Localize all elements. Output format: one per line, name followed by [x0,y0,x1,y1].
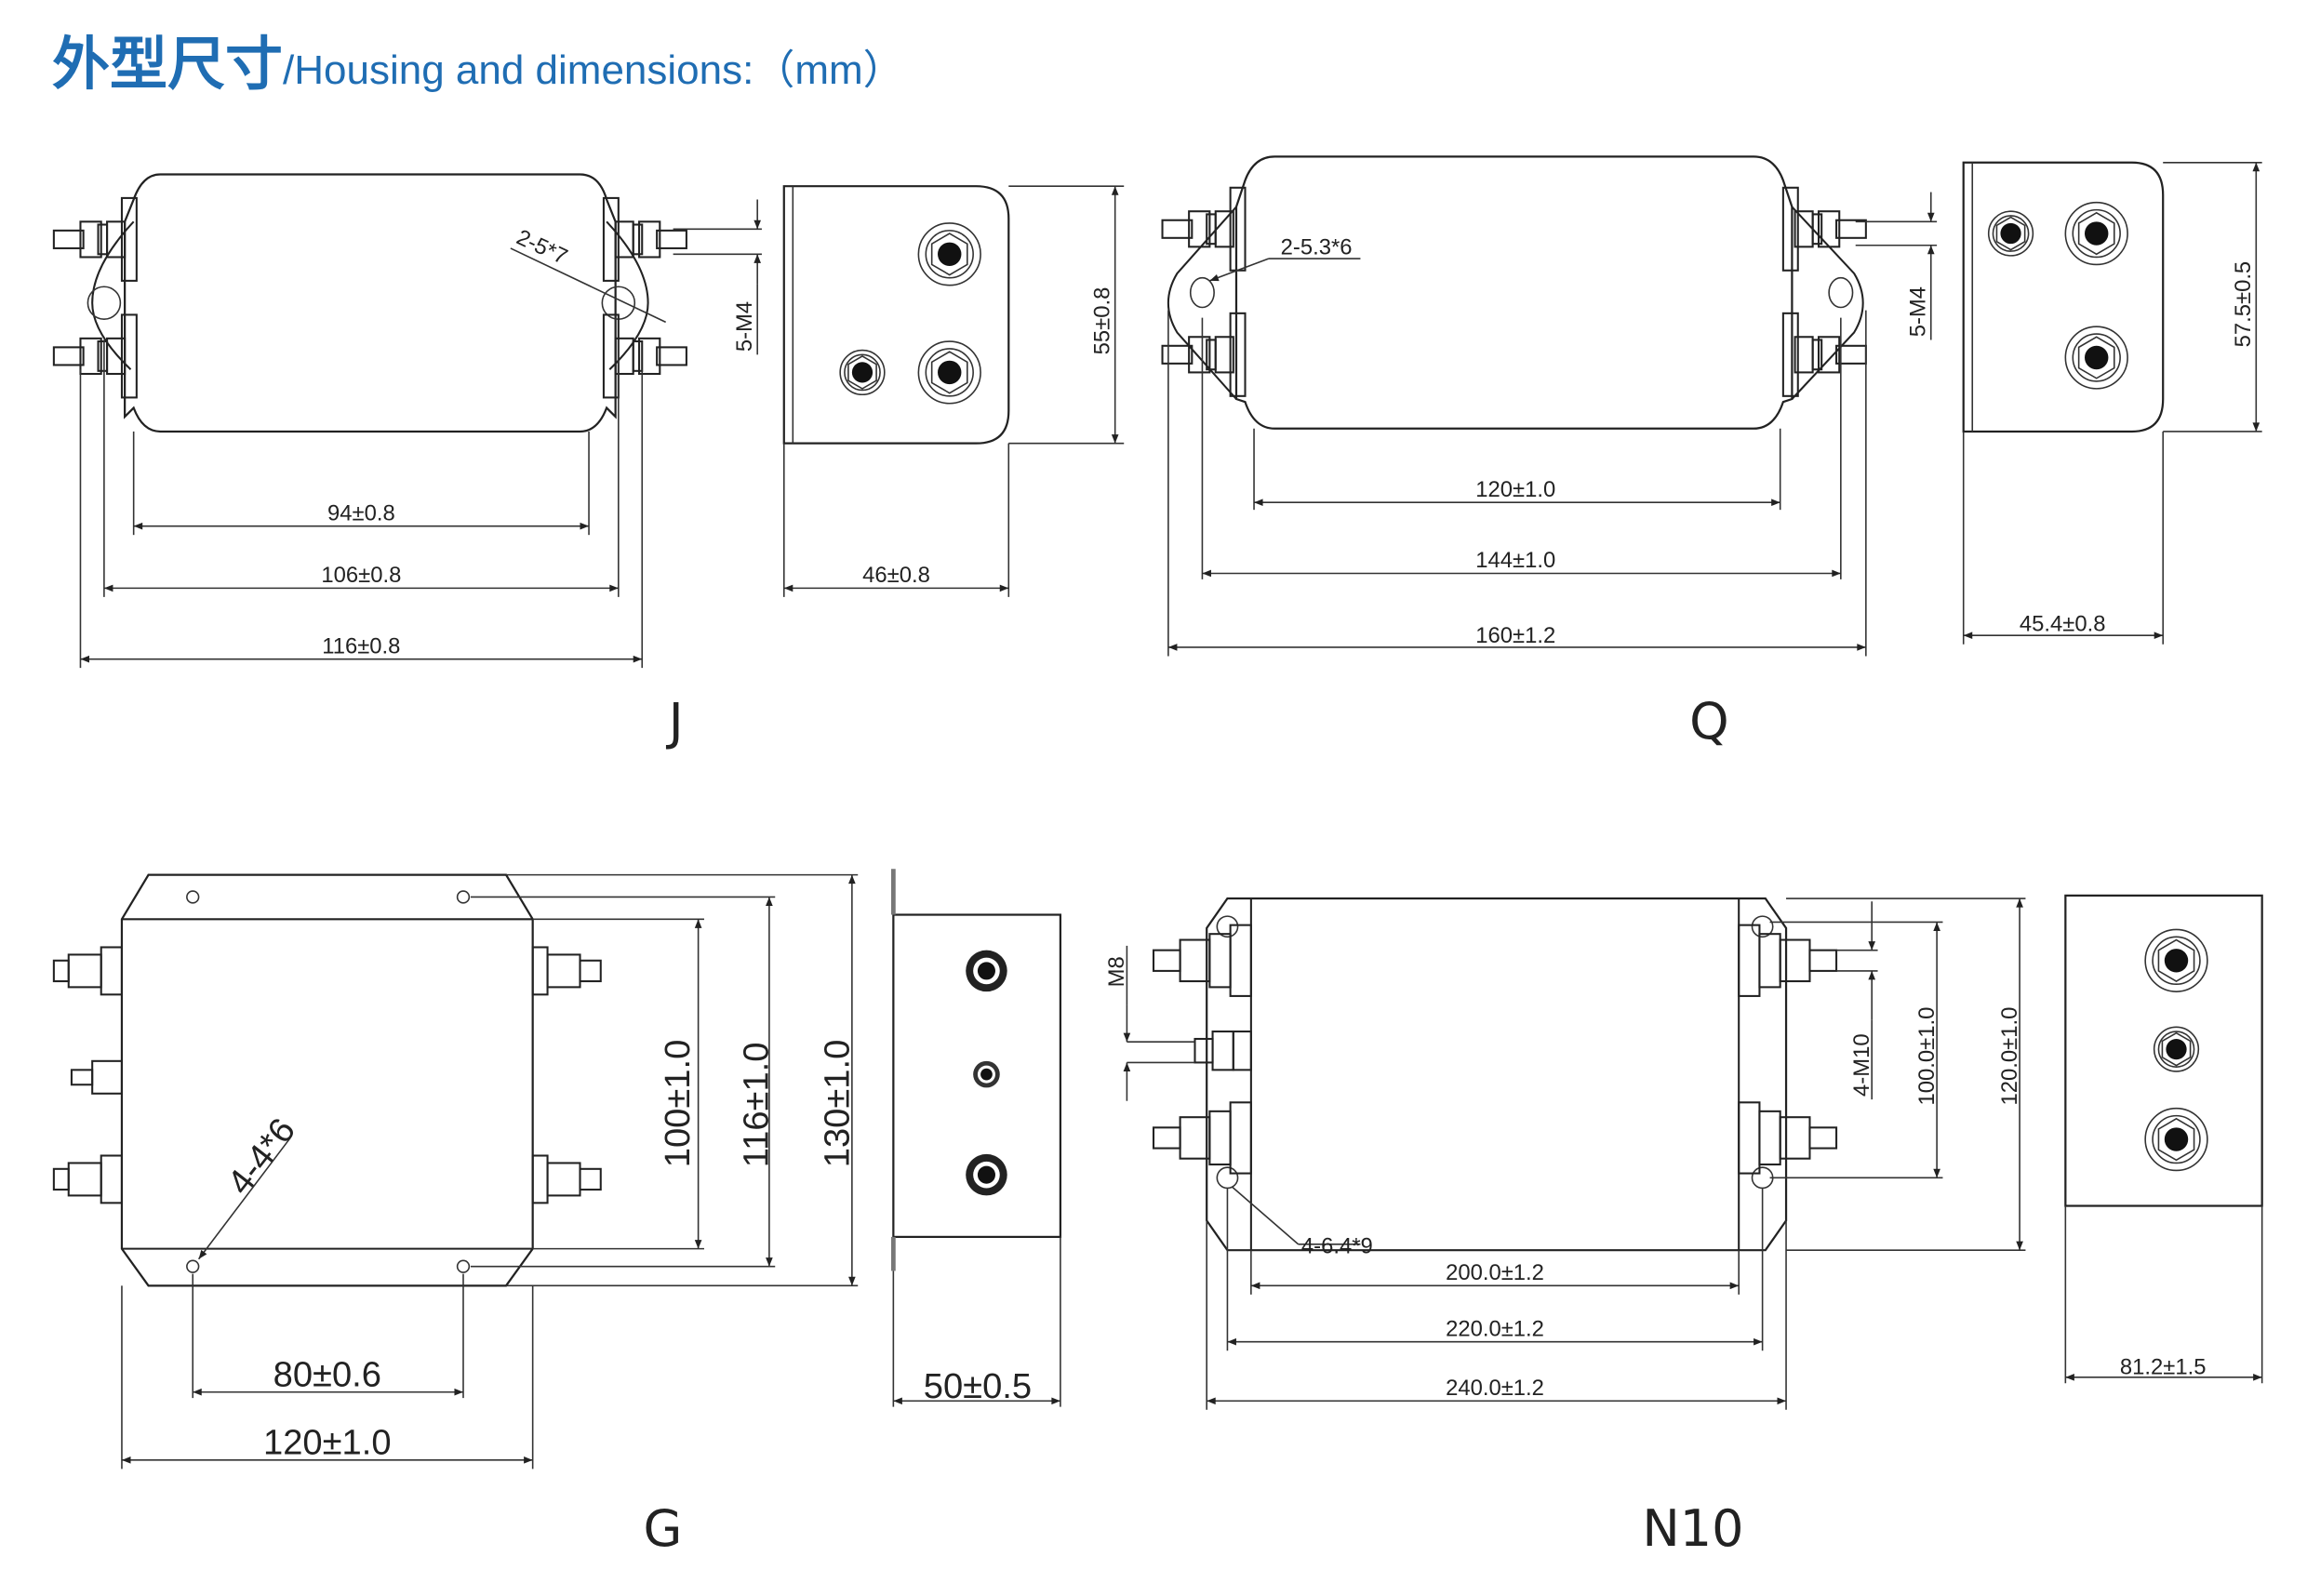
caption-q: Q [1689,692,1729,751]
title-chinese: 外型尺寸 [52,30,284,98]
title-english: Housing and dimensions:（mm） [294,47,904,93]
q-dim-overall-width: 160±1.2 [1475,623,1555,648]
caption-n10: N10 [1642,1499,1743,1558]
j-dim-height: 55±0.8 [1089,287,1114,355]
n10-ground-note: M8 [1104,956,1129,987]
g-dim-mount-pitch-v: 116±1.0 [736,1043,776,1168]
q-terminal-note: 5-M4 [1905,286,1930,337]
q-dim-mount-pitch: 144±1.0 [1475,548,1555,573]
g-dim-depth: 50±0.5 [924,1366,1032,1406]
q-hole-note: 2-5.3*6 [1281,234,1353,259]
g-dim-overall-height: 130±1.0 [818,1040,858,1168]
q-dim-depth: 45.4±0.8 [2020,611,2106,636]
n10-terminal-note: 4-M10 [1849,1033,1874,1097]
g-dim-inner-height: 100±1.0 [658,1040,698,1168]
j-terminal-note: 5-M4 [732,301,757,352]
g-dim-mount-pitch-h: 80±0.6 [273,1354,381,1394]
j-dim-body-width: 94±0.8 [327,500,395,525]
n10-dim-overall-width: 240.0±1.2 [1446,1376,1544,1401]
j-dim-overall-width: 116±0.8 [322,633,400,658]
caption-g: G [644,1499,683,1558]
q-dim-body-width: 120±1.0 [1475,477,1555,502]
g-dim-overall-width: 120±1.0 [263,1422,392,1462]
drawing-j: 2-5*7 5-M4 94±0.8 106±0.8 116±0.8 55±0.8 [52,173,1125,751]
drawing-q: 2-5.3*6 5-M4 120±1.0 144±1.0 160±1.2 57.… [1161,155,2262,751]
q-dim-height: 57.5±0.5 [2231,261,2256,348]
drawing-g: 4-4*6 100±1.0 116±1.0 130±1.0 80±0.6 120… [52,869,1062,1558]
title-separator: / [283,47,295,93]
j-dim-mount-pitch: 106±0.8 [321,563,401,588]
n10-dim-overall-height: 120.0±1.0 [1997,1007,2022,1106]
caption-j: J [666,692,684,751]
n10-hole-note: 4-6.4*9 [1301,1233,1373,1258]
n10-dim-mount-pitch: 220.0±1.2 [1446,1316,1544,1341]
drawing-n10: M8 4-6.4*9 4-M10 100.0±1.0 120.0±1.0 200… [1104,894,2263,1558]
page-title: 外型尺寸/Housing and dimensions:（mm） [52,17,904,100]
n10-dim-mount-pitch-v: 100.0±1.0 [1914,1007,1940,1106]
j-dim-depth: 46±0.8 [862,563,930,588]
n10-dim-body-width: 200.0±1.2 [1446,1260,1544,1285]
n10-dim-depth: 81.2±1.5 [2120,1355,2207,1380]
